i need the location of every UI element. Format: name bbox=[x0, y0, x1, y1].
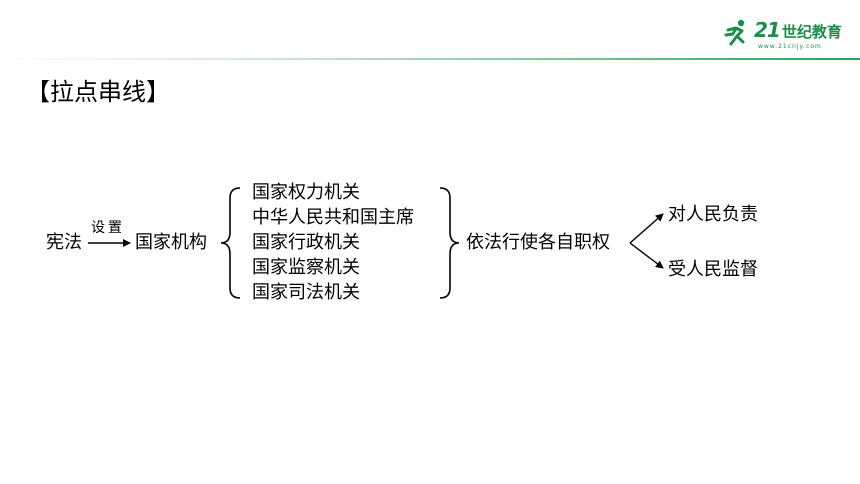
arrow-to-outcome-2 bbox=[629, 242, 664, 269]
node-organ-5: 国家司法机关 bbox=[252, 282, 360, 303]
right-brace bbox=[439, 187, 460, 299]
brand-url: www.21cnjy.com bbox=[758, 43, 822, 50]
edge-label: 设置 bbox=[91, 220, 125, 236]
node-outcome-1: 对人民负责 bbox=[668, 204, 758, 225]
node-organ-1: 国家权力机关 bbox=[252, 182, 360, 203]
left-brace bbox=[220, 187, 241, 299]
header-bar bbox=[0, 0, 860, 62]
node-outcome-2: 受人民监督 bbox=[668, 259, 758, 280]
node-organ-3: 国家行政机关 bbox=[252, 232, 360, 253]
node-result: 依法行使各自职权 bbox=[466, 232, 610, 253]
node-organ-4: 国家监察机关 bbox=[252, 257, 360, 278]
arrow-to-outcome-1 bbox=[629, 213, 664, 244]
node-organ-2: 中华人民共和国主席 bbox=[252, 207, 414, 228]
section-heading: 【拉点串线】 bbox=[26, 78, 170, 106]
runner-icon bbox=[724, 19, 745, 46]
node-target: 国家机构 bbox=[135, 232, 207, 253]
node-source: 宪法 bbox=[46, 232, 82, 253]
header-divider bbox=[0, 58, 860, 60]
